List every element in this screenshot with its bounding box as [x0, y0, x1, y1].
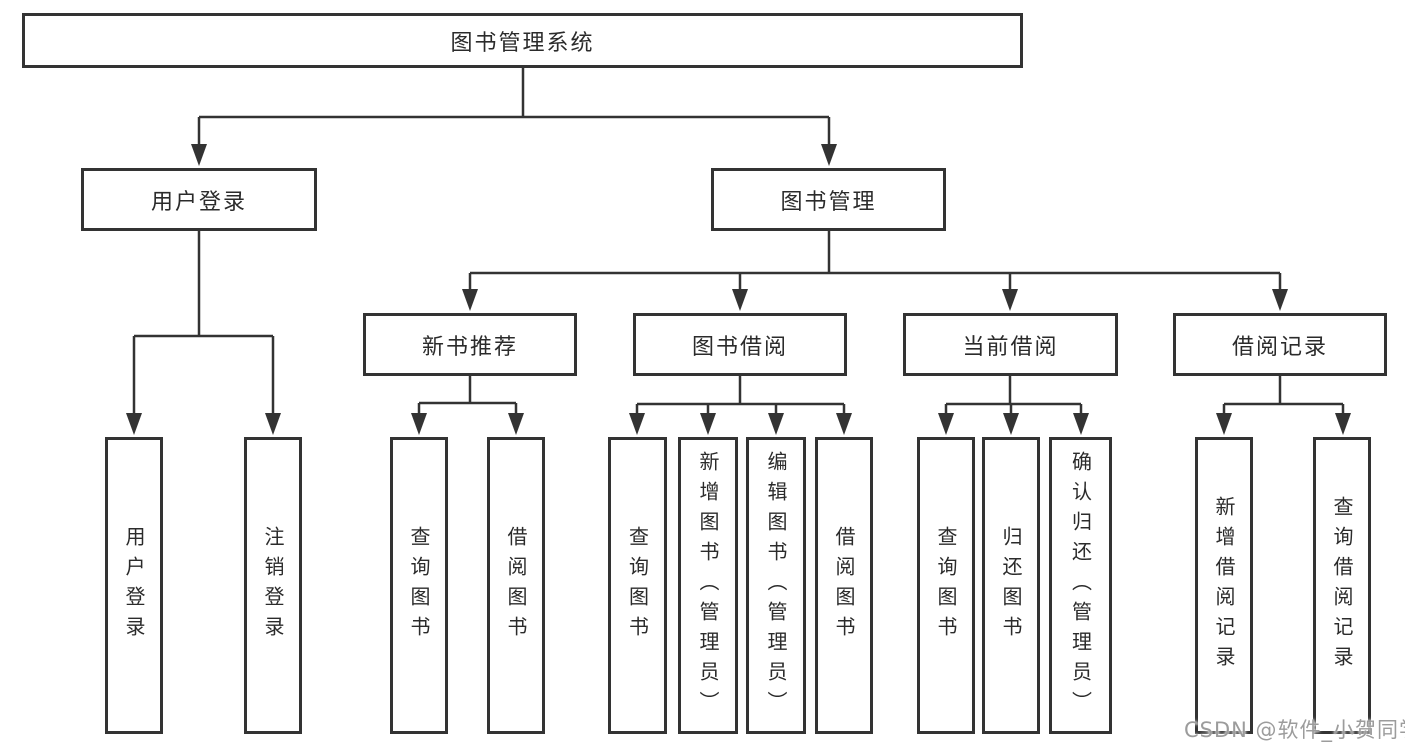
leaf-user-login-label: 用户登录: [122, 525, 146, 646]
node-current-borrowing-label: 当前借阅: [962, 334, 1059, 360]
leaf-borrowing-add-book-admin-label: 新增图书（管理员）: [696, 450, 720, 721]
leaf-records-add-record-label: 新增借阅记录: [1212, 495, 1236, 676]
leaf-logout-label: 注销登录: [261, 525, 285, 646]
leaf-borrowing-query-book: 查询图书: [608, 437, 667, 734]
node-book-borrowing-label: 图书借阅: [691, 334, 788, 360]
node-borrowing-records-label: 借阅记录: [1231, 334, 1328, 360]
node-library-management-system: 图书管理系统: [22, 13, 1023, 68]
leaf-logout: 注销登录: [244, 437, 302, 734]
leaf-current-confirm-return-admin-label: 确认归还（管理员）: [1068, 450, 1093, 721]
node-user-login: 用户登录: [81, 168, 317, 231]
node-new-book-recommendation-label: 新书推荐: [421, 334, 518, 360]
node-book-management-label: 图书管理: [780, 189, 877, 215]
leaf-records-query-record: 查询借阅记录: [1313, 437, 1371, 734]
leaf-current-query-book-label: 查询图书: [934, 525, 958, 646]
leaf-borrowing-edit-book-admin: 编辑图书（管理员）: [746, 437, 806, 734]
leaf-borrowing-borrow-book-label: 借阅图书: [832, 525, 856, 646]
leaf-current-query-book: 查询图书: [917, 437, 975, 734]
leaf-recommend-query-book-label: 查询图书: [407, 525, 431, 646]
node-book-borrowing: 图书借阅: [633, 313, 847, 376]
node-book-management: 图书管理: [711, 168, 946, 231]
leaf-records-query-record-label: 查询借阅记录: [1330, 495, 1354, 676]
leaf-records-add-record: 新增借阅记录: [1195, 437, 1253, 734]
node-new-book-recommendation: 新书推荐: [363, 313, 577, 376]
leaf-recommend-query-book: 查询图书: [390, 437, 448, 734]
csdn-watermark: CSDN @软件_小贺同学: [1184, 718, 1405, 742]
leaf-current-confirm-return-admin: 确认归还（管理员）: [1049, 437, 1112, 734]
node-user-login-label: 用户登录: [150, 189, 247, 215]
leaf-borrowing-add-book-admin: 新增图书（管理员）: [678, 437, 738, 734]
node-borrowing-records: 借阅记录: [1173, 313, 1387, 376]
leaf-user-login: 用户登录: [105, 437, 163, 734]
leaf-borrowing-borrow-book: 借阅图书: [815, 437, 873, 734]
leaf-current-return-book: 归还图书: [982, 437, 1040, 734]
leaf-recommend-borrow-book-label: 借阅图书: [504, 525, 528, 646]
node-current-borrowing: 当前借阅: [903, 313, 1118, 376]
leaf-borrowing-query-book-label: 查询图书: [625, 525, 650, 646]
leaf-borrowing-edit-book-admin-label: 编辑图书（管理员）: [764, 450, 788, 721]
leaf-recommend-borrow-book: 借阅图书: [487, 437, 545, 734]
leaf-current-return-book-label: 归还图书: [999, 525, 1023, 646]
node-library-management-system-label: 图书管理系统: [450, 30, 595, 56]
